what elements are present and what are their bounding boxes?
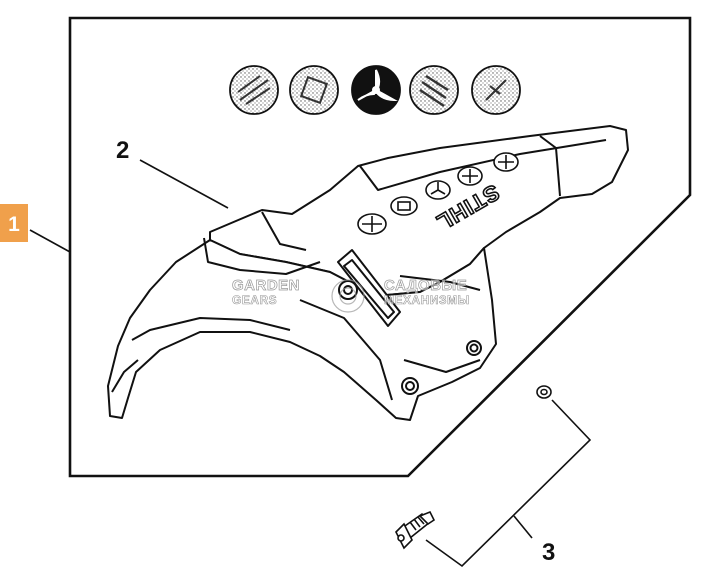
grass-blade-icon	[229, 65, 279, 115]
watermark-gear-icon	[331, 279, 365, 313]
decal-trimmer-icon	[493, 152, 519, 172]
leader-lines-3	[425, 399, 592, 568]
decal-three-tooth-icon	[425, 180, 451, 200]
screw	[395, 510, 436, 550]
decal-grass-blade-icon	[357, 213, 387, 235]
three-tooth-blade-icon	[351, 65, 401, 115]
washer	[536, 385, 552, 399]
watermark-line1-left: GARDEN	[232, 277, 300, 294]
trimmer-head-icon	[471, 65, 521, 115]
watermark: GARDEN САДОВЫЕ GEARS МЕХАНИЗМЫ	[232, 277, 470, 313]
callout-part-3: 3	[542, 539, 555, 566]
decal-mulching-icon	[457, 166, 483, 186]
leader-line-1	[29, 229, 71, 253]
watermark-line2-left: GEARS	[232, 293, 277, 307]
item-badge-label: 1	[8, 213, 20, 236]
leader-line-2	[139, 159, 229, 209]
watermark-line1-right: САДОВЫЕ	[384, 277, 467, 294]
kit-frame	[68, 16, 692, 478]
callout-part-2: 2	[116, 137, 129, 164]
cutting-tool-icons	[229, 65, 521, 115]
brush-knife-icon	[289, 65, 339, 115]
watermark-line2-right: МЕХАНИЗМЫ	[384, 293, 470, 307]
deflector-guard	[107, 125, 629, 421]
decal-brush-knife-icon	[390, 196, 418, 216]
guard-decal-icons	[357, 152, 519, 235]
mulching-blade-icon	[409, 65, 459, 115]
item-badge	[0, 204, 28, 242]
